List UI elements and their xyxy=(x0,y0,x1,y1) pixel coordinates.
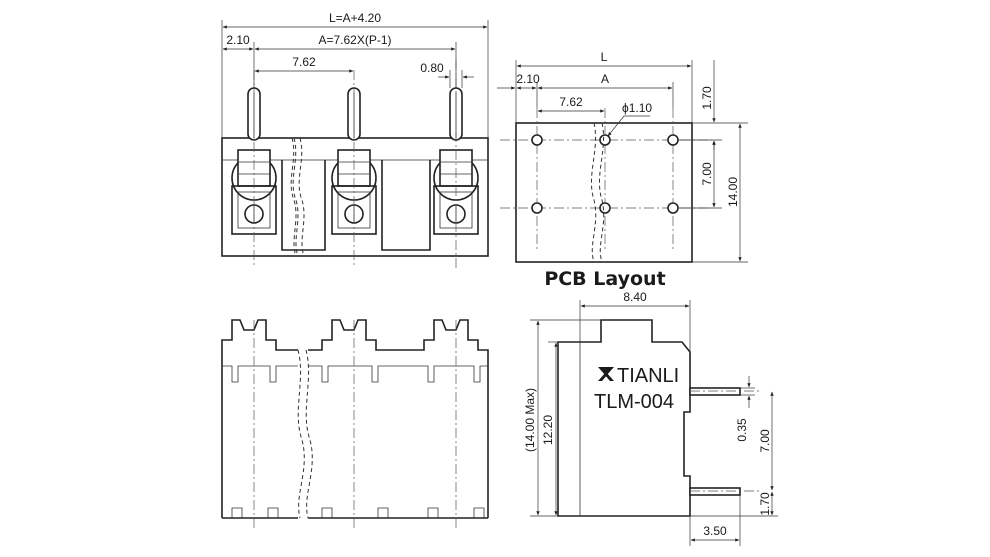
pcb-hole xyxy=(531,202,543,214)
bottom-outline-right xyxy=(308,319,489,518)
pcb-hole xyxy=(667,202,679,214)
front-view: L=A+4.20 2.10 A=7.62X(P-1) 7.62 0.80 xyxy=(221,11,489,268)
pcb-dim-total: L xyxy=(601,50,608,64)
pcb-dim-top: 1.70 xyxy=(700,86,714,110)
bottom-outline-left xyxy=(221,319,298,518)
front-dim-offset: 2.10 xyxy=(226,33,250,47)
pcb-dim-hole: ϕ1.10 xyxy=(622,101,652,115)
brand-name: TIANLI xyxy=(617,365,679,387)
side-dim-max: (14.00 Max) xyxy=(523,388,537,452)
pcb-hole xyxy=(599,202,611,214)
pcb-hole xyxy=(531,134,543,146)
pcb-dim-span: A xyxy=(601,72,609,86)
side-pin-lower xyxy=(689,487,741,496)
side-view: TIANLI TLM-004 8.40 (14.00 Max) 12.20 0.… xyxy=(523,290,778,546)
side-dim-width: 8.40 xyxy=(623,290,647,304)
pcb-dim-pitch: 7.62 xyxy=(559,95,583,109)
side-dim-pin-width: 0.35 xyxy=(735,418,749,442)
side-dim-pin-depth: 3.50 xyxy=(703,524,727,538)
pcb-layout-title: PCB Layout xyxy=(544,268,665,290)
pcb-dim-offset: 2.10 xyxy=(516,72,540,86)
front-dim-pin: 0.80 xyxy=(420,61,444,75)
pcb-dim-row: 7.00 xyxy=(700,162,714,186)
tianli-logo-icon xyxy=(598,367,614,381)
side-dim-pin-pitch: 7.00 xyxy=(758,429,772,453)
side-body-outline xyxy=(557,319,691,517)
side-dim-pin-low: 1.70 xyxy=(758,492,772,516)
pcb-board-outline xyxy=(515,122,693,263)
front-dim-span: A=7.62X(P-1) xyxy=(318,33,391,47)
front-dim-total: L=A+4.20 xyxy=(329,11,381,25)
part-number: TLM-004 xyxy=(594,391,674,413)
side-pin-upper xyxy=(689,387,741,396)
pcb-dim-height: 14.00 xyxy=(726,177,740,207)
bottom-view xyxy=(221,319,489,530)
pcb-hole xyxy=(667,134,679,146)
pcb-layout-view: L 2.10 A 7.62 ϕ1.10 1.70 7.00 14.00 PCB … xyxy=(497,50,748,290)
side-dim-body: 12.20 xyxy=(541,415,555,445)
pcb-hole xyxy=(599,134,611,146)
front-dim-pitch: 7.62 xyxy=(292,55,316,69)
